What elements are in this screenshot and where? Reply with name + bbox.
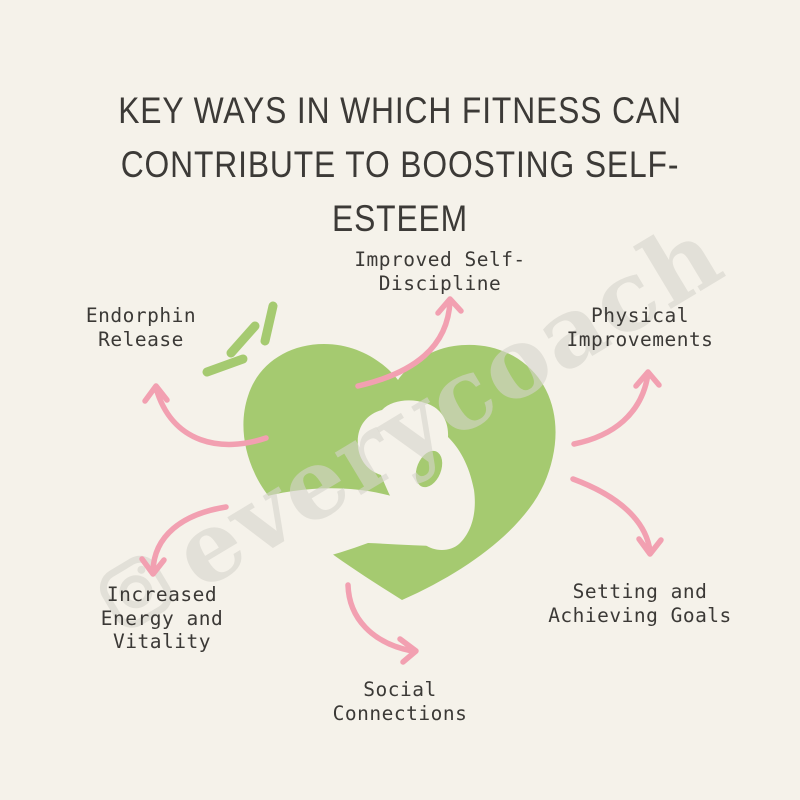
sparkle-ray bbox=[260, 301, 278, 346]
label-line: Physical bbox=[591, 304, 689, 327]
label-line: Setting and bbox=[572, 580, 708, 603]
label-line: Discipline bbox=[378, 271, 502, 295]
label-line: Endorphin bbox=[85, 304, 197, 327]
label-endorphin-release: Endorphin Release bbox=[56, 304, 226, 351]
label-line: Vitality bbox=[113, 630, 211, 653]
label-increased-energy-vitality: Increased Energy and Vitality bbox=[72, 583, 252, 654]
title-line-2: CONTRIBUTE TO BOOSTING SELF-ESTEEM bbox=[120, 144, 680, 239]
label-social-connections: Social Connections bbox=[305, 678, 495, 725]
label-line: Increased bbox=[106, 583, 218, 606]
sparkle-rays bbox=[202, 301, 278, 377]
sparkle-ray bbox=[226, 321, 260, 358]
page-title: KEY WAYS IN WHICH FITNESS CAN CONTRIBUTE… bbox=[56, 84, 744, 246]
label-line: Improved Self- bbox=[354, 248, 526, 271]
label-physical-improvements: Physical Improvements bbox=[550, 304, 730, 351]
label-line: Social bbox=[363, 678, 437, 701]
label-line: Achieving Goals bbox=[548, 603, 732, 627]
title-line-1: KEY WAYS IN WHICH FITNESS CAN bbox=[118, 90, 682, 131]
label-line: Energy and bbox=[100, 606, 224, 630]
label-line: Connections bbox=[332, 701, 468, 725]
label-setting-achieving-goals: Setting and Achieving Goals bbox=[540, 580, 740, 627]
sparkle-ray bbox=[202, 354, 248, 377]
flexed-arm-bicep-cutout bbox=[240, 488, 446, 574]
label-line: Improvements bbox=[566, 327, 714, 351]
label-improved-self-discipline: Improved Self- Discipline bbox=[345, 248, 535, 295]
label-line: Release bbox=[98, 327, 184, 351]
thumb-notch bbox=[415, 450, 443, 488]
